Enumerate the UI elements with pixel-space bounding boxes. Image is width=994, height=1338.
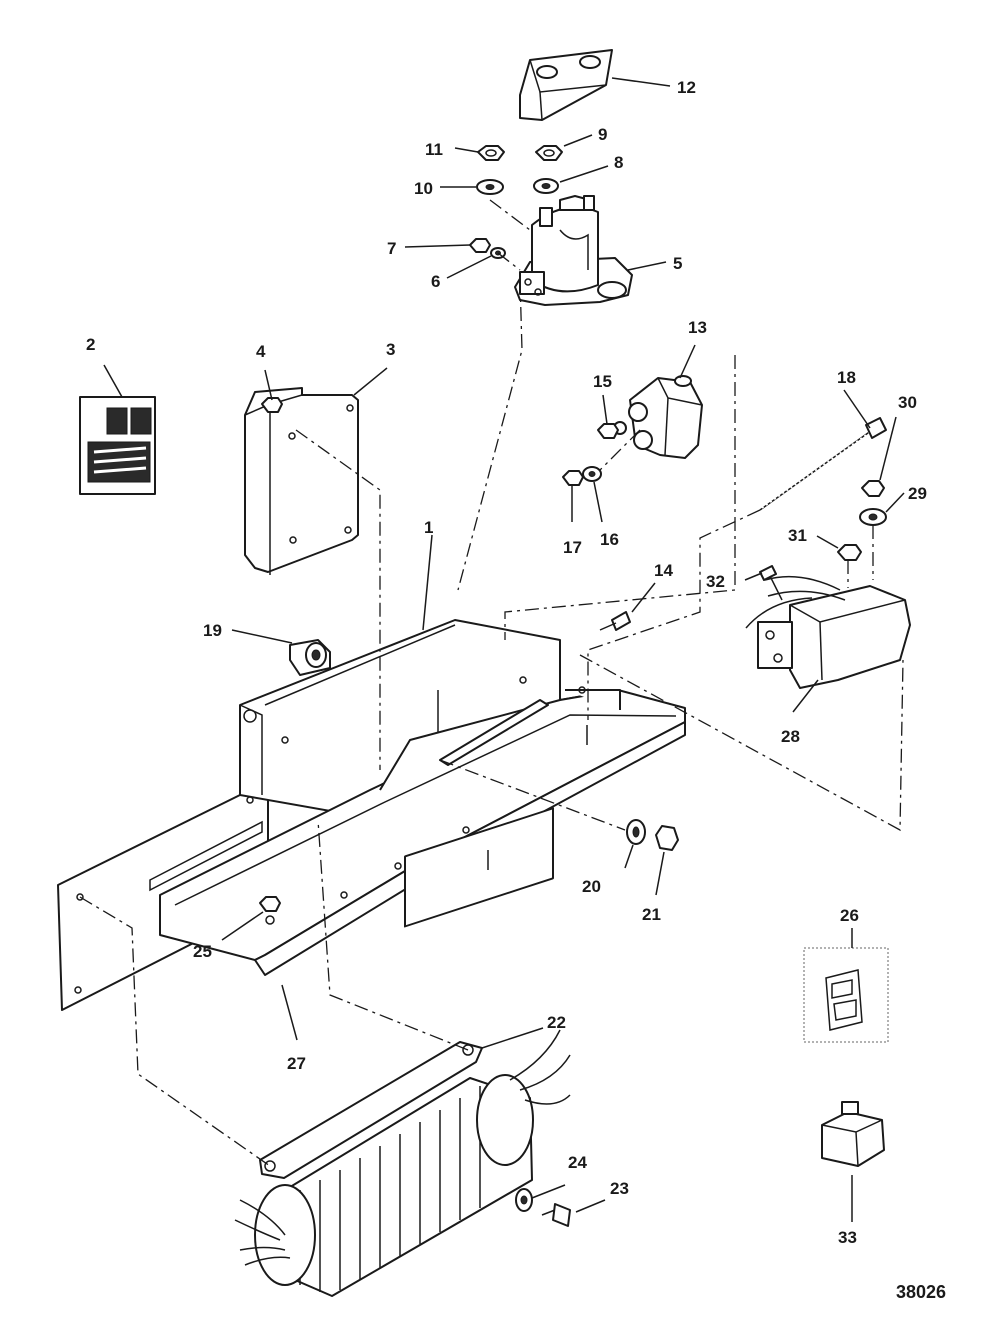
callout-25: 25	[193, 942, 212, 961]
part-17-nut	[562, 470, 584, 486]
figure-number: 38026	[896, 1282, 946, 1302]
callout-3: 3	[386, 340, 395, 359]
callout-14: 14	[654, 561, 673, 580]
part-28-circuit-breaker	[745, 575, 911, 689]
callout-19: 19	[203, 621, 222, 640]
part-12-terminal-cover	[519, 49, 613, 121]
part-13-relay	[613, 375, 703, 459]
part-14-screw	[599, 611, 631, 631]
part-15-nut	[597, 423, 619, 439]
callout-32: 32	[706, 572, 725, 591]
callout-13: 13	[688, 318, 707, 337]
part-31-nut	[837, 544, 862, 561]
part-19-spacer	[289, 639, 331, 676]
callout-33: 33	[838, 1228, 857, 1247]
callout-26: 26	[840, 906, 859, 925]
callout-15: 15	[593, 372, 612, 391]
part-7-nut	[469, 238, 491, 253]
part-33-relay	[821, 1101, 885, 1167]
part-9-nut	[535, 145, 563, 161]
part-29-washer	[859, 508, 887, 526]
callout-27: 27	[287, 1054, 306, 1073]
part-24-washer	[515, 1188, 533, 1212]
part-18-bolt	[759, 417, 887, 511]
callout-16: 16	[600, 530, 619, 549]
callout-12: 12	[677, 78, 696, 97]
callout-28: 28	[781, 727, 800, 746]
bracket-studs	[487, 725, 588, 870]
callout-23: 23	[610, 1179, 629, 1198]
callout-labels: 1 2 3 4 5 6 7 8 9 10 11 12 13 14 15 16 1…	[86, 78, 946, 1302]
callout-5: 5	[673, 254, 682, 273]
callout-6: 6	[431, 272, 440, 291]
part-32-screw	[759, 565, 783, 601]
callout-9: 9	[598, 125, 607, 144]
part-8-washer	[533, 178, 559, 194]
part-5-starter-solenoid	[514, 195, 633, 306]
leader-lines	[103, 77, 905, 1222]
callout-7: 7	[387, 239, 396, 258]
callout-4: 4	[256, 342, 266, 361]
assembly-lines	[79, 199, 904, 1167]
part-2-decal	[79, 396, 156, 495]
callout-20: 20	[582, 877, 601, 896]
callout-24: 24	[568, 1153, 587, 1172]
part-16-washer	[582, 466, 602, 482]
part-3-cover-plate	[244, 387, 359, 575]
part-1-mounting-bracket	[57, 619, 686, 1011]
callout-18: 18	[837, 368, 856, 387]
callout-10: 10	[414, 179, 433, 198]
callout-17: 17	[563, 538, 582, 557]
part-23-bolt	[541, 1203, 571, 1227]
part-30-nut	[861, 480, 885, 497]
part-4-nut	[261, 397, 283, 413]
callout-8: 8	[614, 153, 623, 172]
callout-21: 21	[642, 905, 661, 924]
callout-2: 2	[86, 335, 95, 354]
part-22-voltage-regulator	[234, 1029, 571, 1297]
part-11-nut	[477, 145, 505, 161]
callout-30: 30	[898, 393, 917, 412]
part-21-nut	[655, 825, 679, 851]
callout-31: 31	[788, 526, 807, 545]
callout-22: 22	[547, 1013, 566, 1032]
part-10-washer	[476, 179, 504, 195]
part-26-fuse	[803, 947, 889, 1043]
callout-29: 29	[908, 484, 927, 503]
part-20-washer	[626, 819, 646, 845]
callout-1: 1	[424, 518, 433, 537]
callout-11: 11	[425, 140, 443, 159]
part-25-nut	[259, 896, 281, 912]
